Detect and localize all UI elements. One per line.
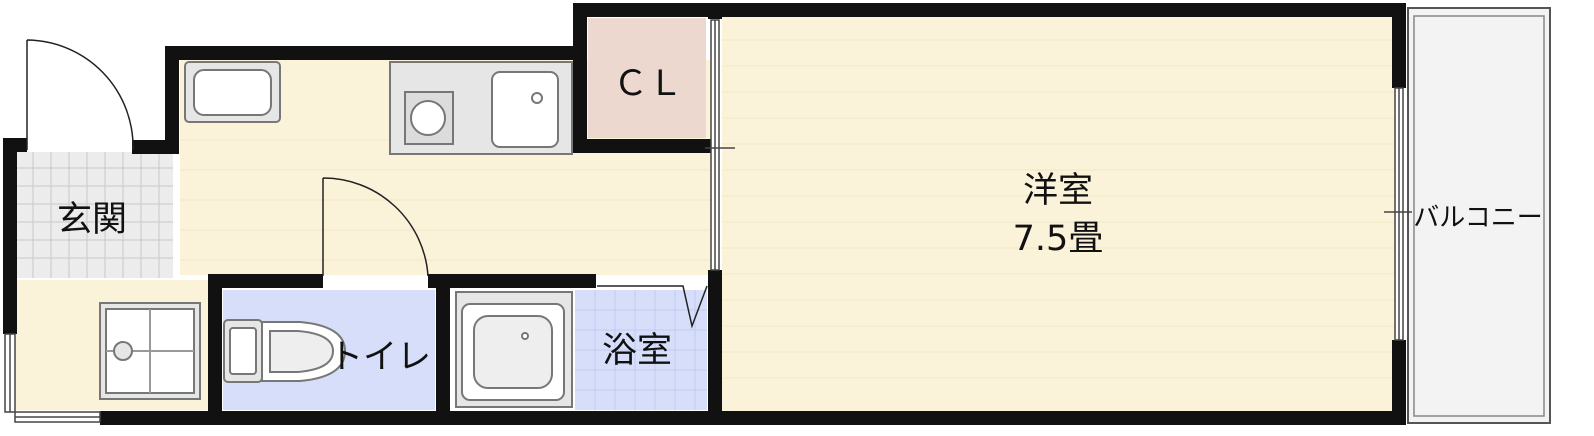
wall-toilet-right — [436, 274, 450, 424]
floors — [15, 7, 1551, 424]
toilet-bowl — [223, 319, 347, 383]
wall-toilet-left — [208, 274, 222, 424]
entrance-door-swing — [26, 39, 134, 151]
wall-top-mid — [165, 46, 585, 60]
washbasin — [184, 61, 281, 123]
toilet-door-swing — [322, 177, 429, 277]
corridor-floor-lines — [180, 139, 715, 261]
wall-closet-bottom — [573, 139, 713, 153]
wall-closet-left — [573, 3, 587, 153]
windows — [4, 19, 1404, 423]
balcony-label: バルコニー — [1413, 203, 1542, 233]
washing-machine-pan — [99, 302, 201, 400]
wall-toilet-top-right — [428, 274, 596, 288]
bathtub — [455, 291, 573, 408]
wall-kitchen-left — [165, 46, 179, 154]
doors — [26, 39, 708, 329]
wall-left — [3, 138, 17, 334]
fixtures — [99, 61, 573, 408]
western-room-size: 7.5畳 — [1013, 219, 1104, 259]
wall-bath-right — [708, 270, 722, 425]
balcony-floor — [1407, 7, 1551, 424]
entrance-tile-floor — [15, 152, 173, 278]
closet-floor — [588, 18, 706, 138]
entrance-label: 玄関 — [57, 200, 127, 240]
entrance-tile-grid — [15, 152, 173, 278]
wall-bottom — [100, 411, 1406, 425]
bath-door-fold — [597, 285, 708, 329]
wall-room-left-top — [708, 3, 722, 19]
bath-tile-grid — [575, 290, 707, 410]
wall-entrance-top — [132, 140, 179, 154]
wall-top-right — [573, 3, 1406, 17]
balcony-inner-edge — [1413, 15, 1545, 417]
wall-toilet-top — [208, 274, 323, 288]
toilet-label: トイレ — [329, 337, 431, 377]
wall-right — [1392, 3, 1406, 88]
bath-label: 浴室 — [602, 331, 672, 371]
western-room-name: 洋室 — [1023, 171, 1093, 211]
kitchen-counter — [389, 61, 573, 155]
western-room-floor — [722, 14, 1398, 412]
closet-label: ＣＬ — [613, 64, 683, 104]
western-room-floor-lines — [722, 39, 1398, 379]
walls — [3, 3, 1406, 425]
wall-right-lower — [1392, 340, 1406, 425]
